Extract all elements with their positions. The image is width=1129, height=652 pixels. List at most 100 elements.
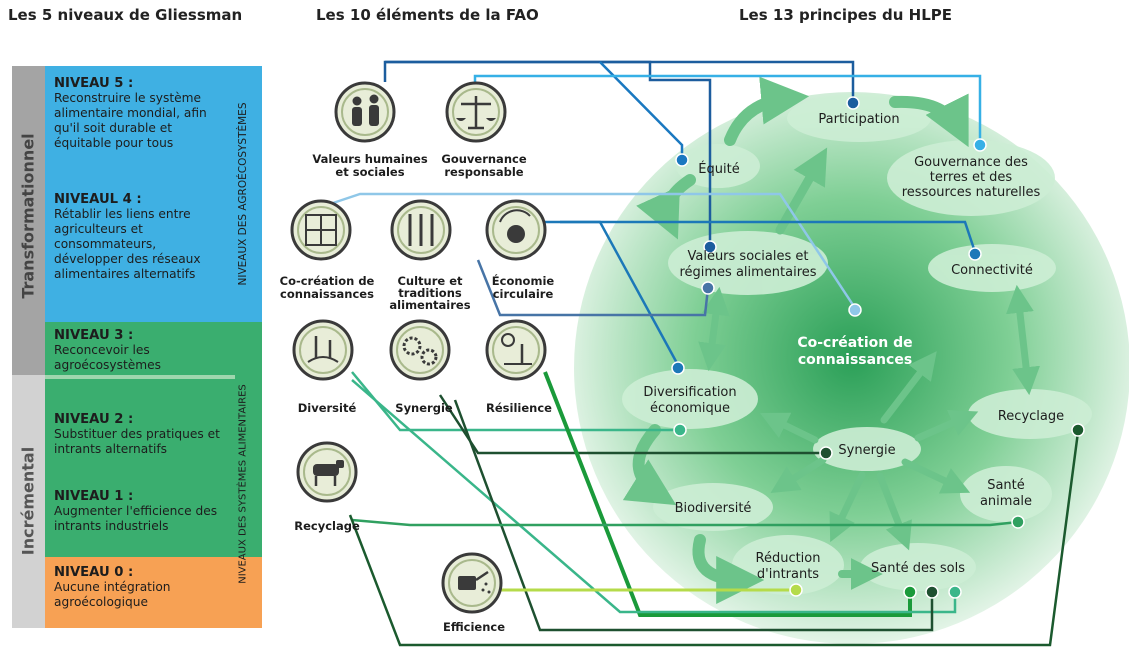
scales-icon <box>445 81 507 143</box>
dot-synergie <box>819 446 833 460</box>
level-2: NIVEAU 2 : Substituer des pratiques et i… <box>54 412 228 457</box>
dot-equite <box>675 153 689 167</box>
line-synergie-sols <box>453 399 934 632</box>
line-valeurs-participation <box>385 60 855 102</box>
people-icon <box>334 81 396 143</box>
dot-reduction <box>789 583 803 597</box>
dot-diversite <box>673 423 687 437</box>
fao-label-line: Synergie <box>395 401 453 415</box>
fao-label-line: connaissances <box>280 287 374 301</box>
level-text: Substituer des pratiques et intrants alt… <box>54 427 220 456</box>
transformational-side <box>12 66 45 375</box>
line-economie-diversification <box>560 220 680 366</box>
dot-diversification <box>671 361 685 375</box>
principle-label: terres et des <box>930 170 1013 185</box>
principle-label: d'intrants <box>757 567 819 582</box>
dot-participation <box>846 96 860 110</box>
sprout-icon <box>485 319 547 381</box>
dot-sols-1 <box>903 585 917 599</box>
principle-label: Synergie <box>838 443 895 458</box>
level-3: NIVEAU 3 : Reconcevoir les agroécosystèm… <box>54 328 228 373</box>
principle-label: Biodiversité <box>675 501 752 516</box>
bubble-recyclage <box>968 389 1092 439</box>
connection-lines <box>329 60 1080 647</box>
level-0: NIVEAU 0 : Aucune intégration agroécolog… <box>54 565 228 610</box>
fao-label-line: Économie <box>492 273 555 288</box>
principle-label: Recyclage <box>998 409 1064 424</box>
fao-label-line: Gouvernance <box>441 152 526 166</box>
principle-label: Co-création de <box>797 335 912 351</box>
plants-icon <box>292 319 354 381</box>
line-recyclage-principle <box>348 431 1080 647</box>
fao-label-line: Diversité <box>298 401 357 415</box>
fao-label-line: responsable <box>444 165 523 179</box>
line-culture <box>476 259 710 317</box>
map-icon <box>290 199 352 261</box>
gliessman-levels-panel: Transformationnel Incrémental NIVEAU 5 :… <box>12 66 262 628</box>
incremental-side <box>12 375 45 628</box>
line-diversite-sols <box>351 379 957 614</box>
principle-label: régimes alimentaires <box>679 265 816 280</box>
interaction-arrows <box>622 76 1041 604</box>
level-divider <box>45 375 235 379</box>
bubble-sante-sols <box>860 543 976 591</box>
hlpe-header: Les 13 principes du HLPE <box>739 6 953 24</box>
gears-icon <box>389 319 451 381</box>
dot-gouvernance <box>973 138 987 152</box>
watering-can-icon <box>441 552 503 614</box>
level-band-blue <box>45 66 262 322</box>
level-text: Reconcevoir les agroécosystèmes <box>54 343 161 372</box>
fao-icons <box>290 81 547 614</box>
line-diversite <box>351 371 680 432</box>
bubble-connectivite <box>928 244 1056 292</box>
principle-label: Équité <box>698 161 739 177</box>
level-title: NIVEAU 5 : <box>54 76 134 91</box>
level-title: NIVEAU 3 : <box>54 328 134 343</box>
fao-header: Les 10 éléments de la FAO <box>316 6 539 24</box>
fao-label-line: circulaire <box>493 287 554 301</box>
cutlery-icon <box>390 199 452 261</box>
bubble-equite <box>676 144 760 188</box>
level-text: Augmenter l'efficience des intrants indu… <box>54 504 218 533</box>
gliessman-header: Les 5 niveaux de Gliessman <box>8 6 243 24</box>
level-text: Aucune intégration agroécologique <box>54 580 171 609</box>
dot-cocreation <box>848 303 862 317</box>
bubble-gouvernance <box>887 140 1055 216</box>
line-valeurs <box>383 60 712 245</box>
dot-connectivite <box>968 247 982 261</box>
level-band-orange <box>45 557 262 628</box>
principle-label: économique <box>650 401 730 416</box>
dot-valeurs <box>703 240 717 254</box>
level-band-green <box>45 322 262 557</box>
fao-label-line: Recyclage <box>294 519 360 533</box>
principle-label: Gouvernance des <box>914 155 1028 170</box>
fao-label-line: Valeurs humaines <box>312 152 428 166</box>
principle-label: Participation <box>818 112 899 127</box>
dot-culture <box>701 281 715 295</box>
bubble-biodiversite <box>653 483 773 531</box>
level-1: NIVEAU 1 : Augmenter l'efficience des in… <box>54 489 228 534</box>
level-4: NIVEAUL 4 : Rétablir les liens entre agr… <box>54 192 228 282</box>
line-recyclage-animal <box>351 518 1019 527</box>
level-title: NIVEAU 1 : <box>54 489 134 504</box>
principle-label: animale <box>980 494 1032 509</box>
bubble-diversification <box>622 369 758 429</box>
level-text: Rétablir les liens entre agriculteurs et… <box>54 207 201 281</box>
principle-label: Valeurs sociales et <box>687 249 808 264</box>
fao-label-line: Co-création de <box>280 274 375 288</box>
line-resilience <box>543 371 912 617</box>
principle-label: ressources naturelles <box>902 185 1041 200</box>
line-gouvernance <box>473 74 982 143</box>
